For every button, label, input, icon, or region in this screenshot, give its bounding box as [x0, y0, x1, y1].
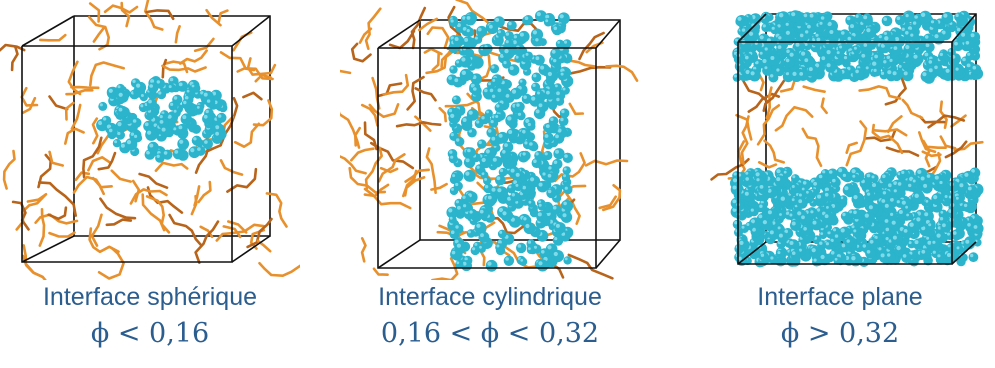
- simulation-box-cylindrical: [340, 0, 639, 280]
- simulation-box-spherical: [0, 0, 300, 280]
- chain-cloud: [710, 62, 984, 181]
- bead-layers: [730, 10, 984, 268]
- box-front-edges: [377, 19, 621, 269]
- caption-title: Interface cylindrique: [378, 283, 602, 311]
- simulation-box-planar: [710, 10, 984, 268]
- bead-column: [446, 10, 574, 272]
- box-front-edges: [737, 13, 977, 265]
- caption-formula: ϕ > 0,32: [780, 318, 900, 349]
- panel-planar: Interface plane ϕ > 0,32: [690, 0, 990, 368]
- panel-spherical: Interface sphérique ϕ < 0,16: [0, 0, 300, 368]
- caption-formula: 0,16 < ϕ < 0,32: [380, 318, 600, 349]
- caption-title: Interface sphérique: [42, 283, 258, 311]
- caption-title: Interface plane: [757, 283, 923, 311]
- panel-cylindrical: Interface cylindrique 0,16 < ϕ < 0,32: [340, 0, 640, 368]
- box-front-edges: [21, 15, 271, 263]
- bead-cluster: [96, 76, 228, 163]
- caption-formula: ϕ < 0,16: [90, 318, 210, 349]
